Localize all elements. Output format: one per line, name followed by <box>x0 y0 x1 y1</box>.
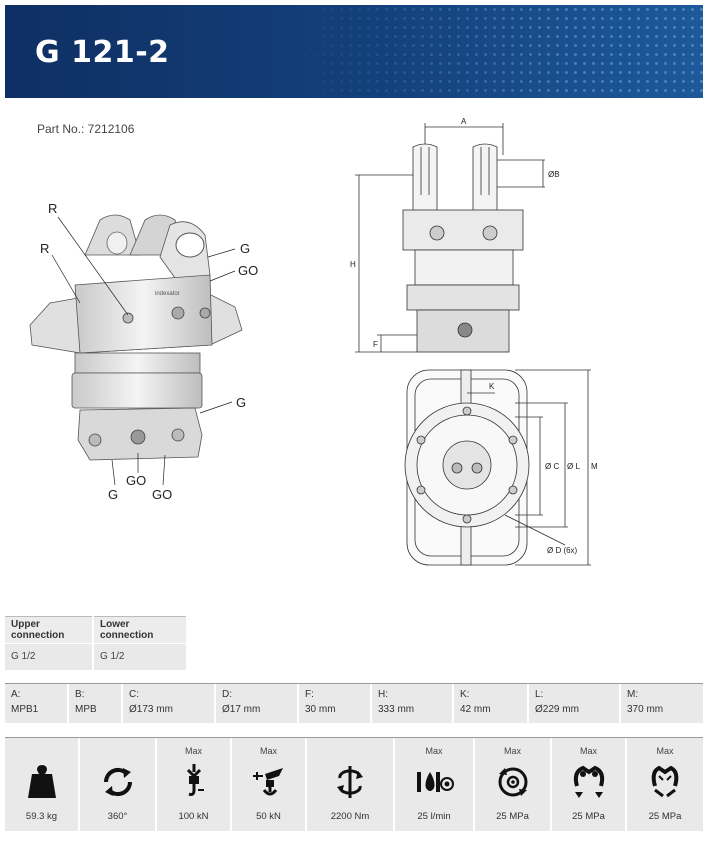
dim-label-m: M <box>591 462 598 471</box>
lower-connection-header: Lower connection <box>92 616 186 644</box>
dynamic-load-icon <box>252 768 283 796</box>
product-title: G 121-2 <box>35 35 170 70</box>
dim-label-c: Ø C <box>545 462 559 471</box>
upper-connection-header: Upper connection <box>5 616 93 644</box>
dimension-cell-a: A:MPB1 <box>5 684 69 723</box>
rotation-icon <box>103 767 132 797</box>
dimension-cell-c: C:Ø173 mm <box>123 684 216 723</box>
dimensions-table: A:MPB1 B:MPB C:Ø173 mm D:Ø17 mm F:30 mm … <box>5 683 703 723</box>
header-dot-pattern <box>283 5 703 98</box>
callout-r-upper: R <box>48 201 57 216</box>
dimension-cell-m: M:370 mm <box>621 684 703 723</box>
open-pressure-icon <box>573 765 604 798</box>
header-banner: G 121-2 <box>5 5 703 98</box>
static-load-icon <box>186 764 204 796</box>
spec-torque: 2200 Nm <box>307 738 395 831</box>
callout-g-side: G <box>236 395 246 410</box>
connection-table: Upper connection Lower connection G 1/2 … <box>5 616 186 670</box>
part-number: Part No.: 7212106 <box>37 122 135 136</box>
callout-go-bottom-right: GO <box>152 487 172 502</box>
spec-rotation: 360° <box>80 738 157 831</box>
spec-oil-flow: Max 25 l/min <box>395 738 475 831</box>
specifications-table: 59.3 kg 360° Max 100 kN Max 5 <box>5 737 703 831</box>
dimension-cell-b: B:MPB <box>69 684 123 723</box>
rotator-isometric-drawing: indexator R R G GO G G GO GO <box>29 201 258 502</box>
upper-connection-value: G 1/2 <box>5 643 93 670</box>
dim-label-l: Ø L <box>567 462 580 471</box>
spec-weight: 59.3 kg <box>5 738 80 831</box>
connection-value-row: G 1/2 G 1/2 <box>5 643 186 670</box>
dimension-cell-h: H:333 mm <box>372 684 454 723</box>
spec-dynamic-load: Max 50 kN <box>232 738 307 831</box>
dimension-cell-k: K:42 mm <box>454 684 529 723</box>
lower-connection-value: G 1/2 <box>92 643 186 670</box>
spec-open-pressure: Max 25 MPa <box>552 738 627 831</box>
dim-label-b: ØB <box>548 170 560 179</box>
oil-flow-icon <box>417 772 454 792</box>
spec-static-load: Max 100 kN <box>157 738 232 831</box>
dim-label-k: K <box>489 382 495 391</box>
callout-go-bottom-left: GO <box>126 473 146 488</box>
dimension-cell-f: F:30 mm <box>299 684 372 723</box>
close-pressure-icon <box>651 765 679 798</box>
side-view-drawing: A ØB H F <box>350 117 560 353</box>
callout-g-bottom: G <box>108 487 118 502</box>
callout-r-lower: R <box>40 241 49 256</box>
connection-header-row: Upper connection Lower connection <box>5 616 186 644</box>
spec-rotation-pressure: Max 25 MPa <box>475 738 552 831</box>
rotation-pressure-icon <box>498 767 527 797</box>
svg-text:indexator: indexator <box>155 291 180 297</box>
dim-label-h: H <box>350 260 356 269</box>
dim-label-a: A <box>461 117 467 126</box>
callout-go-top: GO <box>238 263 258 278</box>
dim-label-d: Ø D (6x) <box>547 546 578 555</box>
bottom-view-drawing: K Ø C Ø L M Ø D (6x) <box>404 369 598 566</box>
callout-g-top: G <box>240 241 250 256</box>
spec-close-pressure: Max 25 MPa <box>627 738 703 831</box>
dimension-cell-d: D:Ø17 mm <box>216 684 299 723</box>
weight-icon <box>27 765 56 798</box>
dimension-cell-l: L:Ø229 mm <box>529 684 621 723</box>
dim-label-f: F <box>373 340 378 349</box>
torque-icon <box>337 766 363 798</box>
